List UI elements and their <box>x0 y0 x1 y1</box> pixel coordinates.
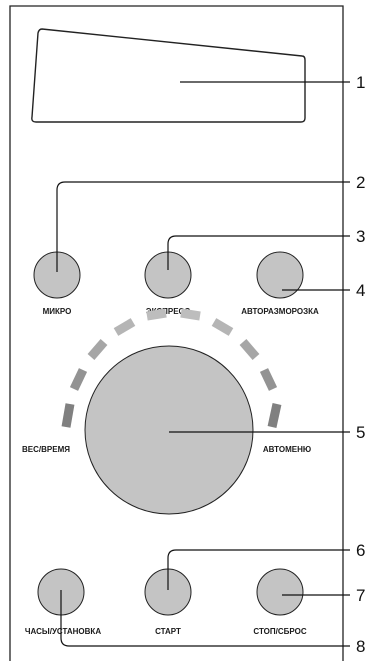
callout-1: 1 <box>356 73 365 92</box>
arc-segment <box>259 368 278 391</box>
callout-4: 4 <box>356 281 365 300</box>
auto-defrost-button[interactable] <box>256 251 304 299</box>
arc-segment <box>113 318 136 336</box>
arc-segment <box>211 318 234 336</box>
express-button-label: ЭКСПРЕСС <box>146 307 190 316</box>
arc-segment <box>146 308 167 321</box>
callout-8: 8 <box>356 637 365 656</box>
callout-5: 5 <box>356 423 365 442</box>
leader-6 <box>167 549 350 590</box>
display-window <box>31 28 306 123</box>
arc-segment <box>87 339 108 360</box>
callout-2: 2 <box>356 173 365 192</box>
arc-segment <box>61 403 75 428</box>
callout-7: 7 <box>356 586 365 605</box>
panel-outline <box>9 5 344 661</box>
leader-lines <box>56 81 350 647</box>
arc-segment <box>69 368 88 391</box>
leader-3 <box>167 235 350 270</box>
selector-dial[interactable] <box>84 345 254 515</box>
stop-reset-button-label: СТОП/СБРОС <box>253 627 306 636</box>
callout-3: 3 <box>356 227 365 246</box>
dial-indicator-arc <box>61 308 282 428</box>
stop-reset-button[interactable] <box>256 568 304 616</box>
micro-button-label: МИКРО <box>43 307 72 316</box>
arc-segment <box>180 308 201 321</box>
dial-right-label: АВТОМЕНЮ <box>263 445 311 454</box>
arc-segment <box>267 403 282 428</box>
callout-6: 6 <box>356 541 365 560</box>
leader-8 <box>60 590 350 647</box>
dial-left-label: ВЕС/ВРЕМЯ <box>22 445 70 454</box>
start-button-label: СТАРТ <box>155 627 181 636</box>
leader-2 <box>56 181 350 272</box>
auto-defrost-button-label: АВТОРАЗМОРОЗКА <box>241 307 319 316</box>
clock-button-label: ЧАСЫ/УСТАНОВКА <box>25 627 101 636</box>
arc-segment <box>239 339 260 360</box>
